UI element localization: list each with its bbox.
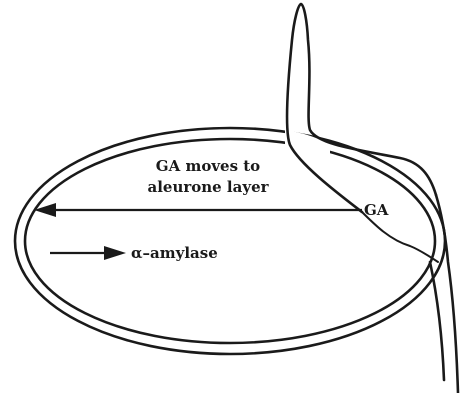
embryo-boundary	[361, 211, 439, 263]
amylase-arrow-head	[104, 246, 126, 260]
label-alpha-amylase: α–amylase	[131, 244, 218, 262]
root-radicle-inner	[428, 260, 446, 382]
shoot-mask	[285, 130, 330, 160]
ga-arrow-head	[34, 203, 56, 217]
label-ga-moves-line2: aleurone layer	[147, 178, 269, 196]
seed-inner-boundary	[23, 137, 437, 345]
root-radicle	[434, 193, 460, 393]
shoot-coleoptile	[285, 2, 438, 214]
label-ga: GA	[364, 201, 389, 219]
label-ga-moves-line1: GA moves to	[156, 157, 260, 175]
